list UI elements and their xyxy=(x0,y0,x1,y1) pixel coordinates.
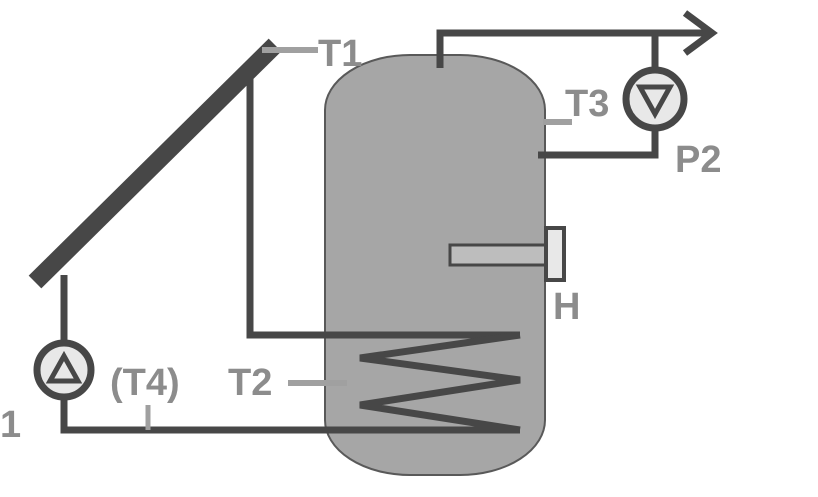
label-t3: T3 xyxy=(565,83,609,125)
electric-heater xyxy=(448,226,566,282)
label-t1: T1 xyxy=(318,33,362,75)
label-h: H xyxy=(553,286,580,328)
label-p2: P2 xyxy=(675,139,721,181)
label-t2: T2 xyxy=(228,362,272,404)
collector-supply-pipe xyxy=(246,72,520,339)
circulation-pipe xyxy=(538,128,659,159)
collector-return-pipe xyxy=(60,395,520,434)
outlet-arrow-icon xyxy=(682,10,718,56)
label-t4: (T4) xyxy=(110,362,180,404)
solar-collector xyxy=(28,38,282,289)
pump-down-icon xyxy=(622,66,688,132)
hot-water-outlet-pipe xyxy=(436,29,712,68)
pump-up-icon xyxy=(33,339,95,401)
label-pump-1: 1 xyxy=(0,404,21,446)
heat-exchanger-coil xyxy=(359,331,521,434)
